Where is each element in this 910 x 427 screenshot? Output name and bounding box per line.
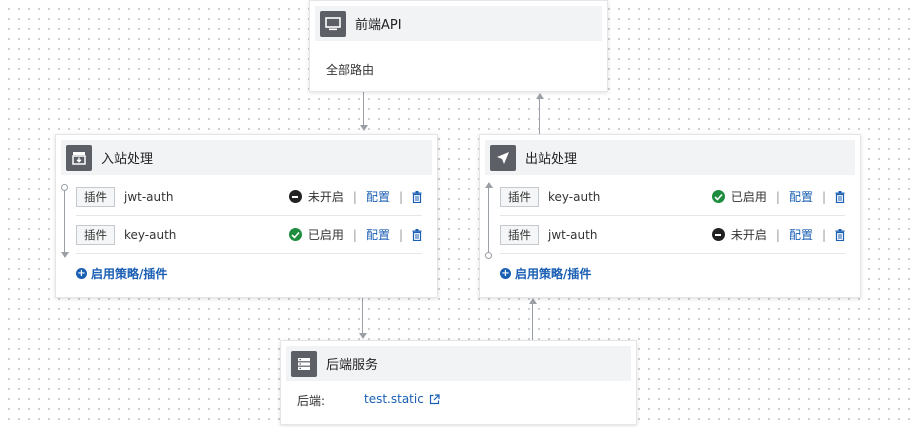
frontend-route-text: 全部路由 [326, 63, 375, 77]
flow-start-circle-icon [61, 184, 68, 191]
arrow-up-icon [485, 182, 493, 188]
add-policy-plugin-button[interactable]: + 启用策略/插件 [500, 265, 591, 282]
status-badge: 未开启 [288, 188, 344, 205]
delete-icon[interactable] [412, 228, 422, 241]
plugin-row: 插件 key-auth 已启用 | 配置 | [500, 178, 845, 216]
status-text: 未开启 [730, 228, 767, 242]
outbound-header: 出站处理 [485, 140, 855, 175]
plugin-tag: 插件 [500, 186, 539, 207]
send-icon [490, 144, 516, 171]
backend-value: test.static [364, 392, 424, 406]
status-text: 已启用 [307, 228, 344, 242]
config-link[interactable]: 配置 [365, 190, 390, 204]
backend-link[interactable]: test.static [364, 392, 440, 406]
config-link[interactable]: 配置 [788, 190, 813, 204]
status-badge: 已启用 [288, 226, 344, 243]
frontend-api-header: 前端API [315, 6, 602, 41]
delete-icon[interactable] [412, 190, 422, 203]
config-link[interactable]: 配置 [365, 228, 390, 242]
outbound-flow-line [488, 187, 489, 255]
arrow-up-icon [536, 93, 544, 99]
external-link-icon [429, 393, 440, 405]
outbound-card: 出站处理 插件 key-auth 已启用 | 配置 | 插件 jwt-auth … [479, 134, 861, 298]
frontend-api-title: 前端API [355, 18, 402, 33]
arrow-down-icon [359, 333, 367, 339]
delete-icon[interactable] [835, 190, 845, 203]
connector-inbound-to-backend [362, 298, 363, 334]
flow-start-circle-icon [485, 252, 492, 259]
status-badge: 已启用 [711, 188, 767, 205]
connector-backend-to-outbound [532, 303, 533, 340]
delete-icon[interactable] [835, 228, 845, 241]
plugin-row: 插件 key-auth 已启用 | 配置 | [76, 216, 422, 254]
status-text: 未开启 [307, 190, 344, 204]
check-circle-icon [288, 228, 302, 241]
plugin-tag: 插件 [76, 224, 115, 245]
add-policy-plugin-button[interactable]: + 启用策略/插件 [76, 265, 167, 282]
connector-frontend-to-inbound [363, 92, 364, 128]
backend-service-card: 后端服务 后端: test.static [280, 340, 637, 425]
backend-label: 后端: [297, 394, 326, 408]
arrow-down-icon [61, 252, 69, 258]
outbound-title: 出站处理 [525, 152, 578, 167]
disabled-icon [288, 190, 302, 203]
add-policy-plugin-label: 启用策略/插件 [91, 267, 168, 281]
inbound-card: 入站处理 插件 jwt-auth 未开启 | 配置 | 插件 key-auth … [55, 134, 438, 298]
check-circle-icon [711, 190, 725, 203]
frontend-api-card: 前端API 全部路由 [309, 0, 608, 92]
config-link[interactable]: 配置 [788, 228, 813, 242]
server-icon [291, 350, 317, 377]
status-text: 已启用 [730, 190, 767, 204]
monitor-icon [320, 10, 346, 37]
plugin-name: key-auth [124, 227, 177, 242]
plugin-row: 插件 jwt-auth 未开启 | 配置 | [76, 178, 422, 216]
inbound-flow-line [64, 187, 65, 255]
plugin-name: jwt-auth [548, 227, 598, 242]
plugin-name: jwt-auth [124, 189, 174, 204]
plugin-tag: 插件 [76, 186, 115, 207]
disabled-icon [711, 228, 725, 241]
connector-outbound-to-frontend [539, 98, 540, 134]
inbound-header: 入站处理 [61, 140, 432, 175]
status-badge: 未开启 [711, 226, 767, 243]
plus-circle-icon: + [500, 268, 511, 279]
arrow-up-icon [529, 298, 537, 304]
plugin-name: key-auth [548, 189, 601, 204]
add-policy-plugin-label: 启用策略/插件 [515, 267, 592, 281]
inbound-title: 入站处理 [101, 152, 154, 167]
plugin-tag: 插件 [500, 224, 539, 245]
plugin-row: 插件 jwt-auth 未开启 | 配置 | [500, 216, 845, 254]
inbox-download-icon [66, 144, 92, 171]
backend-service-header: 后端服务 [286, 346, 631, 381]
backend-service-title: 后端服务 [326, 358, 379, 373]
arrow-down-icon [360, 125, 368, 131]
plus-circle-icon: + [76, 268, 87, 279]
